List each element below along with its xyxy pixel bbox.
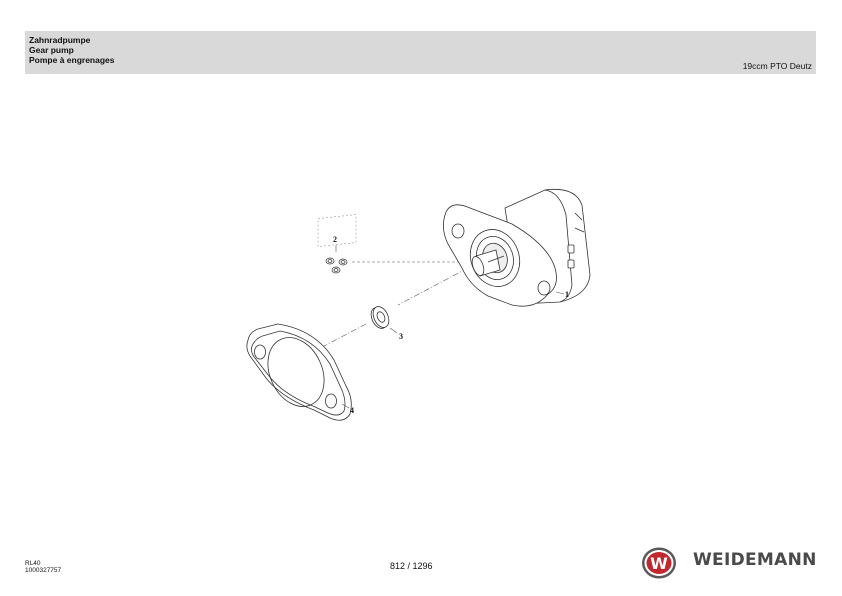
part-subtitle: 19ccm PTO Deutz (742, 61, 812, 71)
title-german: Zahnradpumpe (29, 35, 91, 45)
brand-wordmark: WEIDEMANN (693, 550, 817, 570)
header-band: Zahnradpumpe Gear pump Pompe à engrenage… (25, 31, 816, 74)
callout-4: 4 (350, 406, 354, 415)
callout-2: 2 (333, 235, 337, 244)
weidemann-logo-emblem: W (642, 547, 676, 579)
callout-3: 3 (399, 332, 403, 341)
title-french: Pompe à engrenages (29, 55, 115, 65)
footer-model-block: RL40 1000327757 (25, 560, 61, 574)
o-ring-set-part (317, 214, 357, 274)
model-code: RL40 (25, 560, 41, 567)
document-number: 1000327757 (25, 567, 62, 574)
assembly-axis (287, 261, 470, 366)
flange-gasket-part (246, 323, 352, 421)
seal-ring-part (370, 306, 398, 334)
title-english: Gear pump (29, 45, 74, 55)
logo-letter: W (650, 554, 668, 573)
page-counter: 812 / 1296 (390, 561, 433, 571)
callout-1: 1 (565, 290, 569, 299)
gear-pump-part (443, 188, 591, 307)
